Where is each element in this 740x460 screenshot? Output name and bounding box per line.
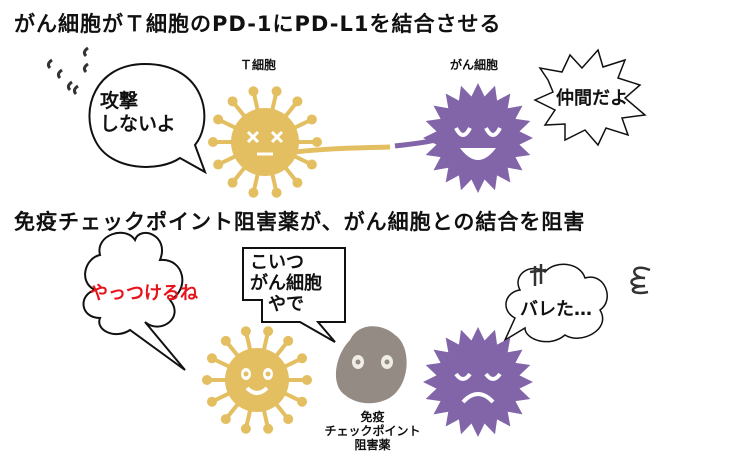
cloud-bubble-t-cell [82, 231, 186, 371]
cancer-cell-sad [423, 327, 533, 437]
spiky-bubble-cancer [533, 48, 647, 147]
drug-label: 免疫 チェックポイント 阻害薬 [300, 410, 445, 452]
drug-speech-line2: がん細胞 [250, 273, 322, 294]
panel2-title: 免疫チェックポイント阻害薬が、がん細胞との結合を阻害 [14, 210, 586, 234]
t-cell-happy [202, 326, 312, 434]
t-cell-speech-attack: やっつけるね [90, 283, 198, 304]
rect-bubble-drug [242, 247, 346, 343]
t-cell-label: Ｔ細胞 [240, 58, 277, 72]
t-cell-speech-line1: 攻撃 [100, 90, 139, 112]
speech-bubble-t-cell [88, 62, 207, 175]
shock-lines-icon [529, 264, 547, 286]
cancer-speech-caught: バレた… [520, 299, 592, 320]
t-cell-dizzy [208, 86, 322, 198]
pd1-receptor [294, 144, 391, 155]
t-cell-speech-line2: しないよ [100, 113, 176, 135]
drug-label-line2: チェックポイント [324, 424, 421, 438]
sweat-marks-icon [46, 46, 89, 96]
cancer-cell-smiling [423, 83, 533, 193]
drug-speech-line3: やで [268, 294, 304, 315]
dizzy-spiral-icon [630, 266, 651, 295]
cancer-speech: 仲間だよ [556, 88, 628, 109]
drug-speech-line1: こいつ [250, 252, 304, 273]
cancer-cell-label: がん細胞 [450, 58, 499, 72]
panel1-title: がん細胞がＴ細胞のPD-1にPD-L1を結合させる [14, 12, 502, 36]
cloud-bubble-cancer [503, 263, 608, 343]
drug-label-line3: 阻害薬 [354, 438, 391, 452]
drug-label-line1: 免疫 [360, 410, 385, 424]
checkpoint-inhibitor-drug [335, 326, 407, 404]
